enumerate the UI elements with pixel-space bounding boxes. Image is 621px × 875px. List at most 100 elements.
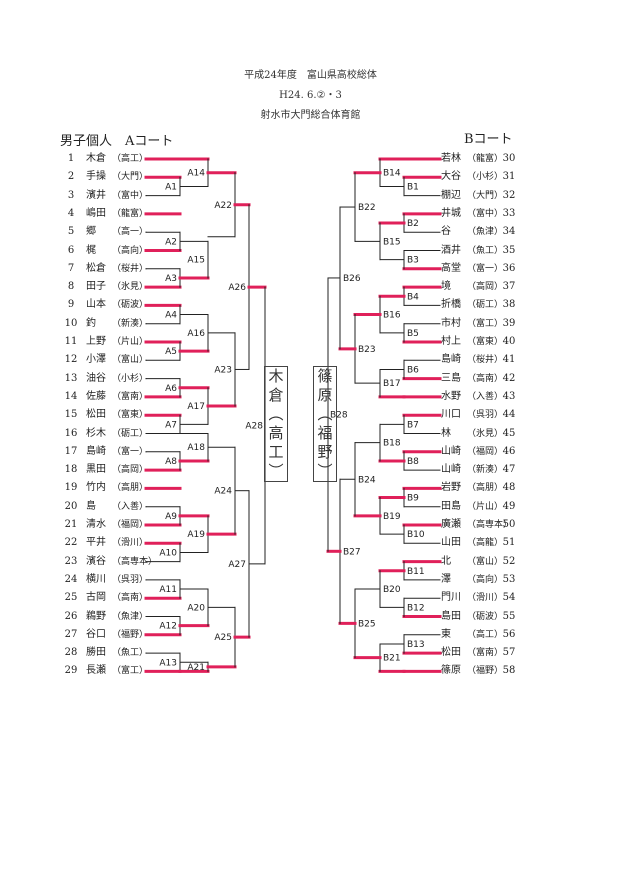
match-label: B26 <box>343 274 361 284</box>
match-label: B15 <box>383 237 401 247</box>
player-name: 篠原 <box>441 665 461 677</box>
player-school: （富山） <box>112 355 149 366</box>
player-name: 林 <box>441 427 451 439</box>
player-name: 村上 <box>441 336 461 347</box>
player-school: （富東） <box>112 410 149 421</box>
player-name: 小澤 <box>86 354 106 366</box>
player-number: 48 <box>502 482 516 494</box>
player-number: 6 <box>67 244 75 256</box>
player-school: （高専本） <box>112 556 158 567</box>
match-label: B27 <box>343 547 361 557</box>
match-label: B21 <box>383 654 401 664</box>
player-school: （富一） <box>467 263 504 274</box>
player-school: （高朋） <box>467 483 504 494</box>
player-school: （砺工） <box>467 300 504 311</box>
player-number: 12 <box>64 354 78 366</box>
player-number: 57 <box>502 647 516 659</box>
player-school: （高岡） <box>467 282 504 293</box>
match-label: A7 <box>165 420 177 430</box>
player-number: 32 <box>502 189 516 201</box>
player-number: 30 <box>502 153 516 164</box>
player-name: 松田 <box>86 409 106 421</box>
match-label: B6 <box>407 365 419 375</box>
player-school: （滑川） <box>467 593 504 604</box>
match-label: B11 <box>407 567 425 577</box>
match-label: A10 <box>159 548 177 558</box>
player-school: （高龍） <box>467 538 504 549</box>
match-label: A16 <box>187 329 205 339</box>
player-name: 川口 <box>441 409 461 421</box>
player-number: 55 <box>502 610 516 622</box>
player-school: （高南） <box>112 593 149 604</box>
match-label: B7 <box>407 420 419 430</box>
player-name: 田島 <box>441 500 461 512</box>
player-name: 谷 <box>441 226 451 238</box>
match-label: B3 <box>407 256 419 266</box>
player-school: （砺工） <box>112 428 149 439</box>
player-name: 手操 <box>86 171 106 183</box>
player-number: 13 <box>64 372 78 384</box>
match-label: A3 <box>165 274 177 284</box>
match-label: A6 <box>165 384 177 394</box>
player-name: 杉木 <box>86 427 106 439</box>
match-label: A9 <box>165 512 177 522</box>
player-school: （砺波） <box>467 611 504 622</box>
player-school: （福野） <box>112 629 149 640</box>
player-school: （滑川） <box>112 538 149 549</box>
player-school: （福岡） <box>112 520 149 530</box>
player-name: 島 <box>86 500 96 512</box>
player-name: 松田 <box>441 647 461 659</box>
match-label: A12 <box>159 622 177 632</box>
player-name: 清水 <box>86 519 106 530</box>
player-number: 42 <box>502 372 516 384</box>
match-label: B28 <box>330 411 348 421</box>
player-number: 46 <box>502 445 516 457</box>
player-number: 53 <box>502 573 516 585</box>
player-name: 大谷 <box>441 171 461 183</box>
player-number: 41 <box>502 354 516 366</box>
player-name: 濱井 <box>86 189 106 201</box>
match-label: A27 <box>228 560 246 570</box>
player-number: 36 <box>502 262 516 274</box>
court-a-title: 男子個人 Aコート <box>60 134 174 149</box>
player-number: 21 <box>64 519 78 530</box>
court-b-title: Bコート <box>464 132 513 147</box>
player-number: 25 <box>64 592 78 604</box>
player-name: 梶 <box>86 244 96 256</box>
player-number: 31 <box>502 171 516 183</box>
player-number: 4 <box>67 207 75 219</box>
player-number: 49 <box>502 500 516 512</box>
player-number: 3 <box>67 189 75 201</box>
match-label: B20 <box>383 585 401 595</box>
player-number: 10 <box>64 317 78 329</box>
player-number: 35 <box>502 244 516 256</box>
match-label: B25 <box>358 619 376 629</box>
player-school: （小杉） <box>112 373 149 384</box>
player-name: 平井 <box>86 537 106 549</box>
player-name: 門川 <box>441 592 461 604</box>
match-label: B17 <box>383 379 401 389</box>
player-school: （高専本） <box>467 520 513 530</box>
player-number: 51 <box>502 537 516 549</box>
player-school: （富中） <box>467 208 504 219</box>
player-name: 横川 <box>86 573 106 585</box>
player-number: 54 <box>502 592 516 604</box>
player-school: （富山） <box>467 556 504 567</box>
player-school: （大門） <box>467 190 504 201</box>
player-number: 11 <box>64 336 78 347</box>
player-name: 竹内 <box>86 482 106 494</box>
player-school: （魚津） <box>112 611 149 622</box>
player-name: 木倉 <box>86 153 106 164</box>
player-name: 釣 <box>86 317 96 329</box>
match-label: A17 <box>187 402 205 412</box>
match-label: B1 <box>407 182 419 192</box>
player-number: 40 <box>502 336 516 347</box>
player-school: （砺波） <box>112 300 149 311</box>
player-name: 松倉 <box>86 262 106 274</box>
event-venue: 射水市大門総合体育館 <box>260 110 361 121</box>
player-school: （富南） <box>467 648 504 659</box>
player-number: 43 <box>502 390 516 402</box>
player-name: 島崎 <box>441 354 461 366</box>
player-number: 9 <box>67 299 75 311</box>
player-name: 黒田 <box>86 464 106 476</box>
